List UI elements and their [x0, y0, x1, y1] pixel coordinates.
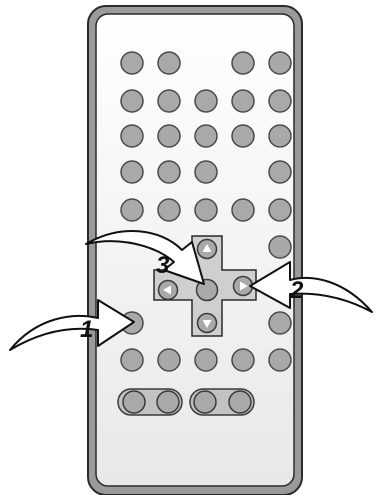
remote-button[interactable]: [120, 89, 144, 113]
callout-label-2: 2: [289, 277, 304, 304]
remote-button[interactable]: [194, 198, 218, 222]
remote-button[interactable]: [231, 124, 255, 148]
remote-button[interactable]: [157, 89, 181, 113]
dpad: [153, 235, 257, 337]
remote-button[interactable]: [231, 348, 255, 372]
callout-arrow-2: 2: [249, 261, 373, 313]
remote-button[interactable]: [194, 89, 218, 113]
button-grid: [120, 51, 292, 372]
remote-button[interactable]: [231, 89, 255, 113]
triangle-down-icon: [202, 320, 212, 328]
remote-button[interactable]: [231, 51, 255, 75]
dpad-left-button[interactable]: [157, 279, 179, 301]
triangle-left-icon: [163, 285, 171, 295]
triangle-right-icon: [240, 281, 248, 291]
remote-button[interactable]: [268, 160, 292, 184]
remote-button[interactable]: [157, 198, 181, 222]
remote-button[interactable]: [194, 348, 218, 372]
remote-button[interactable]: [268, 198, 292, 222]
callout-arrow-3: 3: [85, 230, 205, 285]
remote-button[interactable]: [268, 311, 292, 335]
triangle-up-icon: [202, 244, 212, 252]
remote-button[interactable]: [120, 348, 144, 372]
remote-button[interactable]: [268, 89, 292, 113]
remote-button[interactable]: [268, 51, 292, 75]
dpad-center-button[interactable]: [195, 278, 219, 302]
callout-arrow-1: 1: [9, 299, 135, 351]
callout-label-1: 1: [80, 316, 93, 343]
bottom-pair-right[interactable]: [189, 388, 255, 416]
remote-button[interactable]: [120, 160, 144, 184]
callout-label-3: 3: [156, 252, 170, 279]
dpad-down-button[interactable]: [196, 312, 218, 334]
remote-button[interactable]: [120, 124, 144, 148]
dpad-up-button[interactable]: [196, 238, 218, 260]
remote-button[interactable]: [157, 348, 181, 372]
remote-button[interactable]: [268, 348, 292, 372]
remote-button[interactable]: [231, 198, 255, 222]
remote-button[interactable]: [157, 51, 181, 75]
bottom-button-pairs: [117, 388, 255, 416]
remote-button[interactable]: [120, 51, 144, 75]
remote-button[interactable]: [157, 160, 181, 184]
remote-button[interactable]: [194, 160, 218, 184]
remote-button[interactable]: [120, 198, 144, 222]
remote-button[interactable]: [157, 124, 181, 148]
remote-button[interactable]: [194, 124, 218, 148]
bottom-pair-left[interactable]: [117, 388, 183, 416]
remote-button[interactable]: [268, 124, 292, 148]
remote-button[interactable]: [268, 235, 292, 259]
